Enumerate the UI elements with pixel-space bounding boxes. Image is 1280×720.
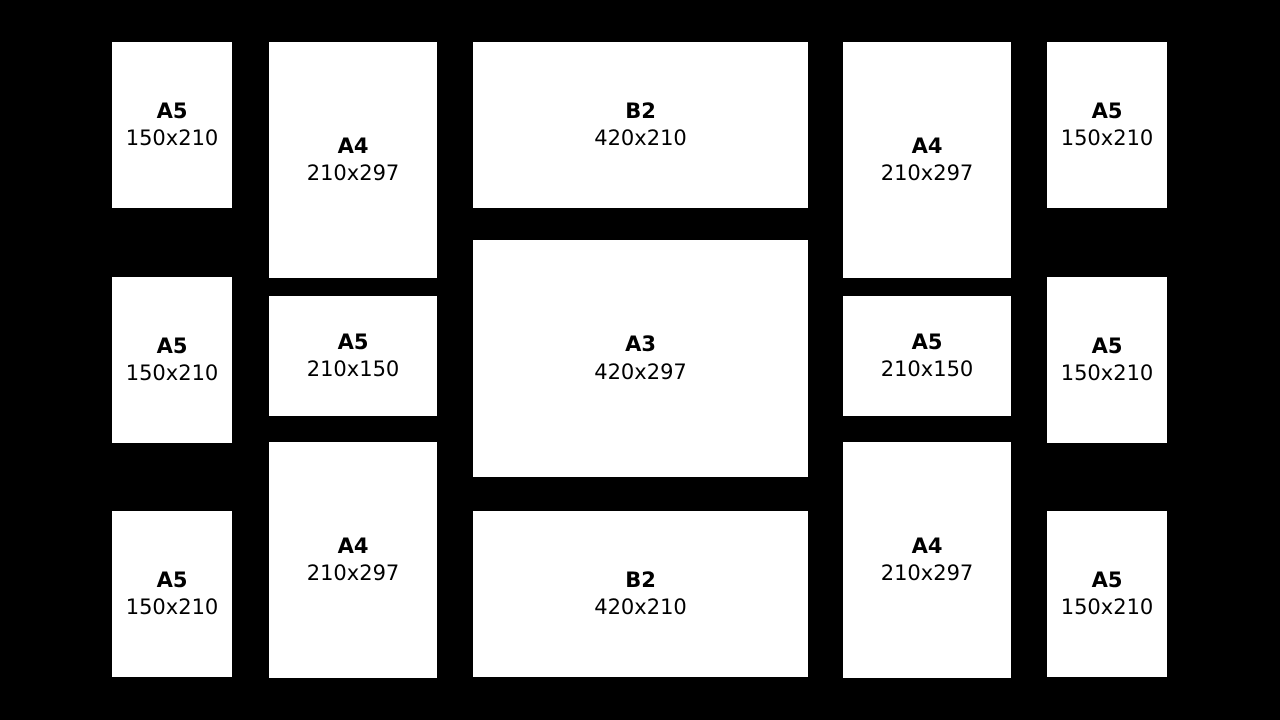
paper-box-r3c5[interactable]: A5 150x210	[1047, 511, 1167, 677]
paper-box-r1c3[interactable]: B2 420x210	[473, 42, 808, 208]
paper-format-name: A5	[156, 333, 188, 358]
paper-format-name: B2	[625, 567, 656, 592]
paper-format-name: A5	[1091, 98, 1123, 123]
paper-dimensions: 150x210	[125, 361, 219, 385]
paper-dimensions: 150x210	[1060, 126, 1154, 150]
paper-format-name: A4	[911, 533, 943, 558]
paper-dimensions: 150x210	[125, 595, 219, 619]
paper-label-group: A4 210x297	[307, 133, 400, 188]
paper-box-r2c5[interactable]: A5 150x210	[1047, 277, 1167, 443]
paper-format-name: A4	[337, 533, 369, 558]
paper-label-group: A5 210x150	[881, 329, 974, 384]
paper-dimensions: 150x210	[1060, 595, 1154, 619]
paper-label-group: A4 210x297	[881, 133, 974, 188]
paper-format-name: A5	[156, 98, 188, 123]
paper-label-group: A4 210x297	[881, 533, 974, 588]
paper-dimensions: 210x297	[306, 161, 400, 185]
paper-dimensions: 210x297	[880, 561, 974, 585]
paper-label-group: A5 150x210	[1053, 333, 1161, 388]
paper-box-r3c1[interactable]: A5 150x210	[112, 511, 232, 677]
paper-format-name: A5	[156, 567, 188, 592]
paper-box-r3c4[interactable]: A4 210x297	[843, 442, 1011, 678]
paper-format-name: B2	[625, 98, 656, 123]
paper-dimensions: 210x297	[306, 561, 400, 585]
paper-box-r2c1[interactable]: A5 150x210	[112, 277, 232, 443]
paper-box-r1c4[interactable]: A4 210x297	[843, 42, 1011, 278]
paper-format-name: A5	[1091, 567, 1123, 592]
paper-format-name: A4	[337, 133, 369, 158]
paper-box-r2c4[interactable]: A5 210x150	[843, 296, 1011, 416]
paper-box-r1c1[interactable]: A5 150x210	[112, 42, 232, 208]
paper-box-r3c3[interactable]: B2 420x210	[473, 511, 808, 677]
paper-dimensions: 420x210	[594, 595, 687, 619]
paper-dimensions: 210x150	[306, 357, 400, 381]
paper-label-group: A5 150x210	[1053, 567, 1161, 622]
paper-dimensions: 420x210	[594, 126, 687, 150]
paper-dimensions: 210x150	[880, 357, 974, 381]
paper-dimensions: 420x297	[594, 359, 687, 384]
paper-box-r1c2[interactable]: A4 210x297	[269, 42, 437, 278]
paper-format-name: A5	[337, 329, 369, 354]
paper-label-group: B2 420x210	[594, 98, 687, 153]
paper-format-name: A5	[911, 329, 943, 354]
paper-label-group: A5 210x150	[307, 329, 400, 384]
paper-label-group: A4 210x297	[307, 533, 400, 588]
paper-label-group: A5 150x210	[1053, 98, 1161, 153]
paper-box-r1c5[interactable]: A5 150x210	[1047, 42, 1167, 208]
paper-dimensions: 150x210	[125, 126, 219, 150]
paper-format-name: A3	[625, 332, 656, 357]
paper-format-name: A5	[1091, 333, 1123, 358]
paper-label-group: A5 150x210	[118, 333, 226, 388]
paper-label-group: B2 420x210	[594, 567, 687, 622]
paper-box-r3c2[interactable]: A4 210x297	[269, 442, 437, 678]
paper-dimensions: 210x297	[880, 161, 974, 185]
paper-dimensions: 150x210	[1060, 361, 1154, 385]
paper-label-group: A5 150x210	[118, 98, 226, 153]
paper-label-group: A5 150x210	[118, 567, 226, 622]
paper-box-r2c2[interactable]: A5 210x150	[269, 296, 437, 416]
paper-format-name: A4	[911, 133, 943, 158]
